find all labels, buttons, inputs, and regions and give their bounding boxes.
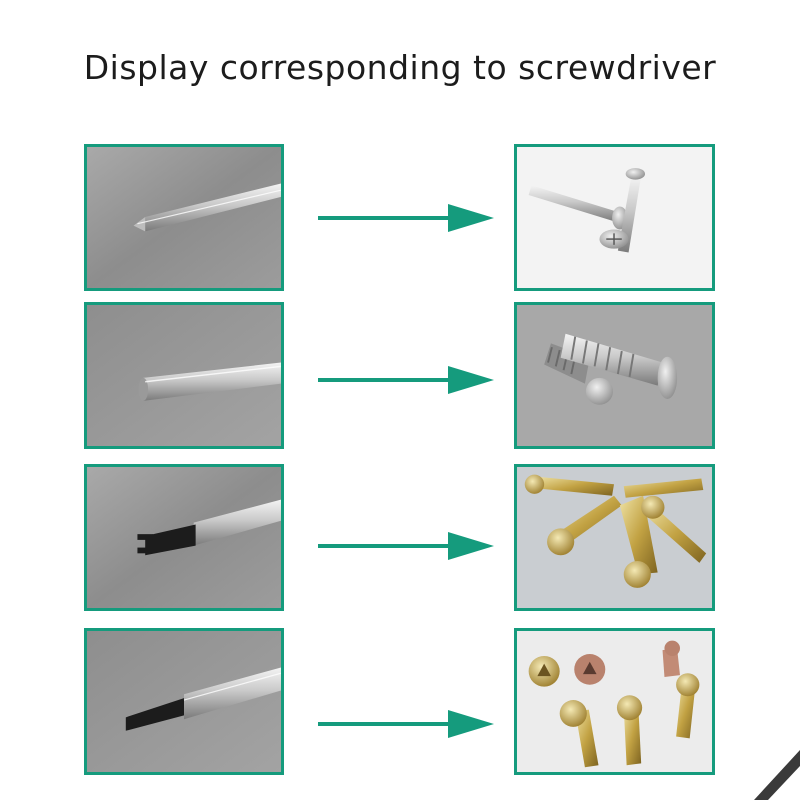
spanner-tip-icon	[87, 467, 281, 608]
arrow-icon	[318, 204, 494, 232]
tri-wing-tip-icon	[87, 631, 281, 772]
slotted-pan-head-screws-icon	[517, 467, 712, 608]
phillips-screw-image	[514, 144, 715, 291]
arrow-icon	[318, 366, 494, 394]
spanner-screw-image	[514, 464, 715, 611]
torx-tip-icon	[87, 305, 281, 446]
tri-wing-screw-image	[514, 628, 715, 775]
page-title: Display corresponding to screwdriver	[83, 48, 717, 87]
tri-wing-screws-icon	[517, 631, 712, 772]
torx-tip-image	[84, 302, 284, 449]
phillips-tip-icon	[87, 147, 281, 288]
torx-screw-image	[514, 302, 715, 449]
spanner-tip-image	[84, 464, 284, 611]
corner-decoration-icon	[754, 750, 800, 800]
countersunk-tapping-screw-icon	[517, 305, 712, 446]
phillips-tip-image	[84, 144, 284, 291]
arrow-icon	[318, 532, 494, 560]
tri-wing-tip-image	[84, 628, 284, 775]
phillips-pan-head-screw-icon	[517, 147, 712, 288]
arrow-icon	[318, 710, 494, 738]
